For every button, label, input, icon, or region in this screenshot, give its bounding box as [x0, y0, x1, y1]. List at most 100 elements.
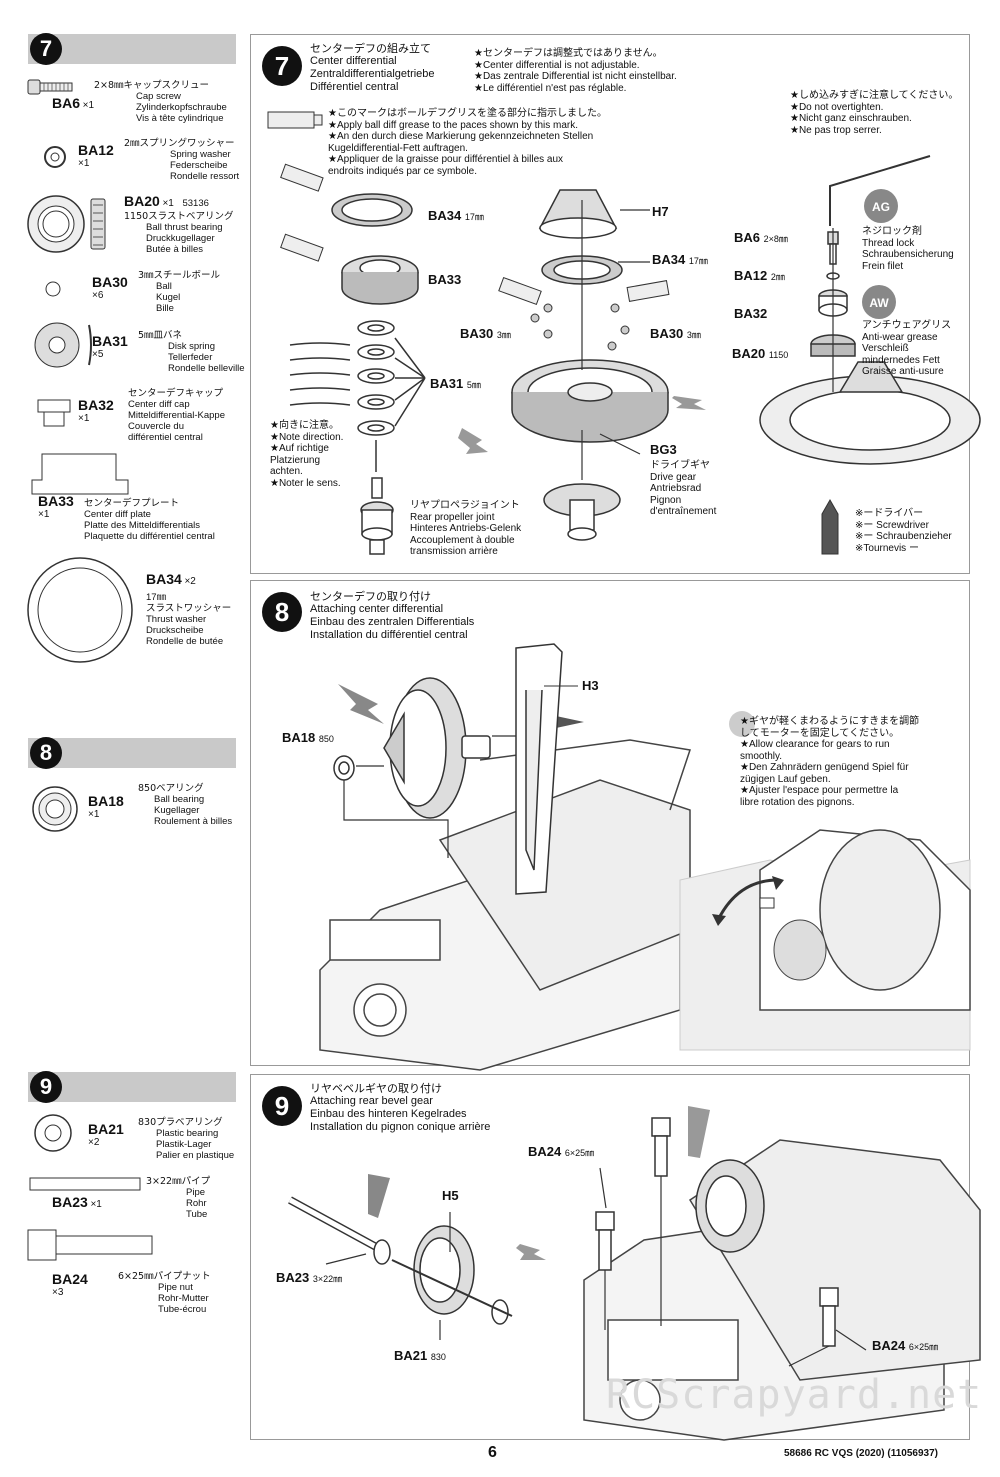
cap-screw-icon — [27, 79, 73, 95]
label-h5: H5 — [442, 1188, 459, 1203]
pipe-nut-icon — [27, 1229, 153, 1261]
label-ba21: BA21 830 — [394, 1348, 446, 1363]
step7-illustration: AG AW — [267, 111, 981, 555]
spacing-gauge-icon — [515, 643, 563, 895]
label-ba6: BA6 2×8㎜ — [734, 230, 788, 245]
part-ba24: BA24×3 — [52, 1271, 88, 1298]
label-ba32: BA32 — [734, 306, 768, 321]
part-ba33-desc: センターデフプレート Center diff plate Platte des … — [84, 498, 215, 542]
label-ba34-left: BA34 17㎜ — [428, 208, 484, 223]
gear-star-icon — [729, 711, 755, 737]
step8-note-clearance: ★ギヤが軽くまわるようにすきまを調節してモーターを固定してください。★Allow… — [740, 716, 920, 808]
insert-arrow-icon — [368, 1174, 390, 1218]
disk-spring-icon — [34, 322, 92, 368]
thrust-washer-icon — [27, 557, 133, 663]
parts-header-step9: 9 — [28, 1071, 236, 1103]
diff-cap-icon — [37, 399, 71, 427]
part-ba6-desc: 2×8㎜キャップスクリュー Cap screw Zylinderkopfschr… — [94, 80, 227, 124]
part-ba21: BA21×2 — [88, 1121, 124, 1148]
grease-tube-icon — [267, 111, 670, 306]
steel-ball-icon — [45, 281, 61, 297]
label-ba12: BA12 2㎜ — [734, 268, 785, 283]
part-ba18-desc: 850ベアリング Ball bearing Kugellager Rouleme… — [138, 783, 233, 827]
part-ba31: BA31×5 — [92, 333, 128, 360]
part-ba20-desc: 1150スラストベアリング Ball thrust bearing Druckk… — [124, 211, 234, 255]
part-ba30-desc: 3㎜スチールボール Ball Kugel Bille — [138, 270, 221, 314]
label-ba30-right: BA30 3㎜ — [650, 326, 701, 341]
label-ba31: BA31 5㎜ — [430, 376, 481, 391]
part-ba21-desc: 830プラベアリング Plastic bearing Plastik-Lager… — [138, 1117, 235, 1161]
spring-washer-icon — [44, 146, 66, 168]
bearing-icon — [333, 755, 355, 781]
screwdriver-icon — [821, 498, 839, 555]
step-number-badge: 9 — [30, 1071, 62, 1103]
label-ba34-middle: BA34 17㎜ — [652, 252, 708, 267]
label-bg3: BG3 — [650, 442, 677, 457]
thrust-bearing-icon — [27, 195, 106, 253]
inset-detail — [679, 829, 971, 1051]
part-ba23-desc: 3×22㎜パイプ Pipe Rohr Tube — [146, 1176, 211, 1220]
part-ba12: BA12×1 — [78, 142, 114, 169]
anti-wear-badge: AW — [862, 285, 896, 319]
label-ba33: BA33 — [428, 272, 462, 287]
drive-gear-icon — [383, 677, 491, 819]
label-h7: H7 — [652, 204, 669, 219]
svg-text:AG: AG — [872, 200, 890, 214]
document-code: 58686 RC VQS (2020) (11056937) — [784, 1448, 938, 1459]
pipe-nut-icon — [595, 1117, 839, 1347]
bevel-gear-icon — [373, 1225, 509, 1325]
part-ba18: BA18×1 — [88, 793, 124, 820]
part-ba32-desc: センターデフキャップ Center diff cap Mitteldiffere… — [128, 388, 225, 443]
part-ba23: BA23 ×1 — [52, 1194, 102, 1210]
label-ba20: BA20 1150 — [732, 346, 789, 361]
part-ba20: BA20 ×1 53136 — [124, 193, 209, 209]
part-ba33: BA33×1 — [38, 493, 74, 520]
part-ba24-desc: 6×25㎜パイプナット Pipe nut Rohr-Mutter Tube-éc… — [118, 1271, 211, 1315]
step8-illustration — [319, 643, 971, 1071]
diff-plate-icon — [31, 453, 129, 495]
svg-text:AW: AW — [869, 296, 889, 310]
pipe-icon — [288, 1196, 380, 1252]
part-ba12-desc: 2㎜スプリングワッシャー Spring washer Federscheibe … — [124, 138, 240, 182]
propeller-joint-icon — [360, 477, 394, 555]
insert-arrow-icon — [688, 1106, 710, 1158]
insert-arrow-icon — [338, 684, 384, 724]
step-number-badge: 8 — [30, 737, 62, 769]
parts-illustrations — [27, 79, 153, 1261]
screwdriver-text: ※ードライバー※ー Screwdriver※ー Schraubenzieher※… — [855, 508, 952, 554]
label-h3: H3 — [582, 678, 599, 693]
thread-lock-badge: AG — [864, 189, 898, 223]
part-ba32: BA32×1 — [78, 397, 114, 424]
step7-note-adjust: ★センターデフは調整式ではありません。★Center differential … — [474, 48, 677, 94]
parts-header-step7: 7 — [28, 33, 236, 65]
step-number-badge: 8 — [262, 592, 302, 632]
label-ba24-top: BA24 6×25㎜ — [528, 1144, 595, 1159]
part-ba34: BA34 ×2 — [146, 571, 196, 587]
plastic-bearing-icon — [34, 1114, 72, 1152]
label-ba30-left: BA30 3㎜ — [460, 326, 511, 341]
part-ba6: BA6 ×1 — [52, 95, 95, 111]
ball-bearing-icon — [32, 786, 78, 832]
process-arrow-icon — [516, 1244, 546, 1260]
bevel-gear-installed-icon — [695, 1159, 765, 1253]
label-ba23: BA23 3×22㎜ — [276, 1270, 343, 1285]
process-arrow-icon — [458, 396, 706, 454]
part-ba31-desc: 5㎜皿バネ Disk spring Tellerfeder Rondelle b… — [138, 330, 245, 374]
pipe-icon — [29, 1177, 141, 1191]
parts-header-step8: 8 — [28, 737, 236, 769]
step-number-badge: 7 — [30, 33, 62, 65]
part-ba34-desc: 17㎜ スラストワッシャー Thrust washer Druckscheibe… — [146, 592, 232, 647]
page-number: 6 — [488, 1444, 497, 1461]
step-number-badge: 9 — [262, 1086, 302, 1126]
step7-note-grease: ★このマークはボールデフグリスを塗る部分に指示しました。★Apply ball … — [328, 108, 607, 177]
hex-key-icon — [829, 155, 931, 226]
